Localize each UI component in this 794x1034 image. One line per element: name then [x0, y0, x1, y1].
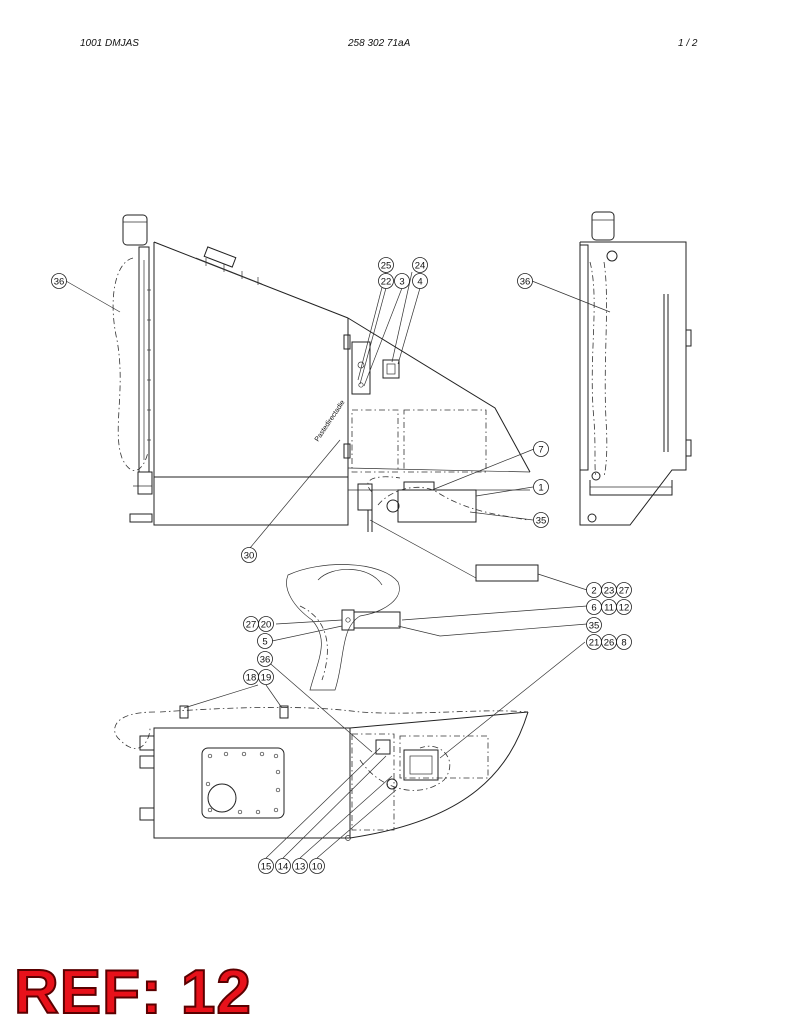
svg-text:26: 26 [604, 638, 615, 649]
svg-text:11: 11 [604, 603, 614, 614]
svg-text:12: 12 [619, 603, 630, 614]
svg-text:36: 36 [54, 277, 65, 288]
reference-number-label: REF: 12 [13, 958, 252, 1027]
balloon-18: 18 [243, 669, 259, 685]
balloon-20: 20 [258, 616, 274, 632]
svg-text:35: 35 [589, 621, 600, 632]
front-view-tank [112, 214, 531, 532]
svg-text:7: 7 [538, 445, 543, 456]
balloon-27-top: 27 [616, 582, 632, 598]
svg-text:22: 22 [381, 277, 392, 288]
balloon-21: 21 [586, 634, 602, 650]
svg-text:5: 5 [262, 637, 267, 648]
balloon-6: 6 [586, 599, 602, 615]
balloon-2: 2 [586, 582, 602, 598]
svg-text:25: 25 [381, 261, 392, 272]
svg-text:36: 36 [520, 277, 531, 288]
balloon-14: 14 [275, 858, 291, 874]
balloon-5: 5 [257, 633, 273, 649]
svg-text:2: 2 [591, 586, 596, 597]
balloon-19: 19 [258, 669, 274, 685]
balloon-10: 10 [309, 858, 325, 874]
balloon-36-side: 36 [517, 273, 533, 289]
balloon-13: 13 [292, 858, 308, 874]
svg-text:3: 3 [399, 277, 404, 288]
balloon-24: 24 [412, 257, 428, 273]
balloon-4: 4 [412, 273, 428, 289]
svg-text:19: 19 [261, 673, 272, 684]
svg-text:4: 4 [417, 277, 422, 288]
svg-text:27: 27 [246, 620, 257, 631]
balloon-22: 22 [378, 273, 394, 289]
balloon-11: 11 [601, 599, 617, 615]
balloon-35-plan: 35 [586, 617, 602, 633]
balloon-23: 23 [601, 582, 617, 598]
balloon-3: 3 [394, 273, 410, 289]
svg-text:1: 1 [538, 483, 543, 494]
svg-text:18: 18 [246, 673, 257, 684]
svg-text:30: 30 [244, 551, 255, 562]
leader-lines [65, 271, 611, 859]
svg-text:13: 13 [295, 862, 306, 873]
balloon-36-plan: 36 [257, 651, 273, 667]
balloon-35-front: 35 [533, 512, 549, 528]
svg-text:6: 6 [591, 603, 596, 614]
svg-text:23: 23 [604, 586, 615, 597]
svg-text:14: 14 [278, 862, 289, 873]
balloon-30: 30 [241, 547, 257, 563]
balloon-12: 12 [616, 599, 632, 615]
balloon-27-left: 27 [243, 616, 259, 632]
svg-text:15: 15 [261, 862, 272, 873]
header-document-code: 1001 DMJAS [80, 38, 139, 49]
balloon-8: 8 [616, 634, 632, 650]
svg-text:21: 21 [589, 638, 600, 649]
curved-note-label: Pastedirectadie [314, 399, 347, 443]
svg-text:10: 10 [312, 862, 323, 873]
svg-text:27: 27 [619, 586, 630, 597]
svg-text:24: 24 [415, 261, 426, 272]
svg-text:36: 36 [260, 655, 271, 666]
balloon-25: 25 [378, 257, 394, 273]
balloon-26: 26 [601, 634, 617, 650]
header-part-number: 258 302 71aA [348, 38, 411, 49]
balloon-15: 15 [258, 858, 274, 874]
svg-text:8: 8 [621, 638, 626, 649]
svg-text:35: 35 [536, 516, 547, 527]
svg-text:20: 20 [261, 620, 272, 631]
header-page-number: 1 / 2 [678, 38, 698, 49]
part-balloons: 25 24 22 3 4 36 36 7 1 35 30 2 23 27 6 1… [51, 257, 632, 874]
balloon-1: 1 [533, 479, 549, 495]
balloon-36-front: 36 [51, 273, 67, 289]
balloon-7: 7 [533, 441, 549, 457]
plan-view-tank [114, 564, 529, 841]
side-view-tank [579, 211, 692, 526]
